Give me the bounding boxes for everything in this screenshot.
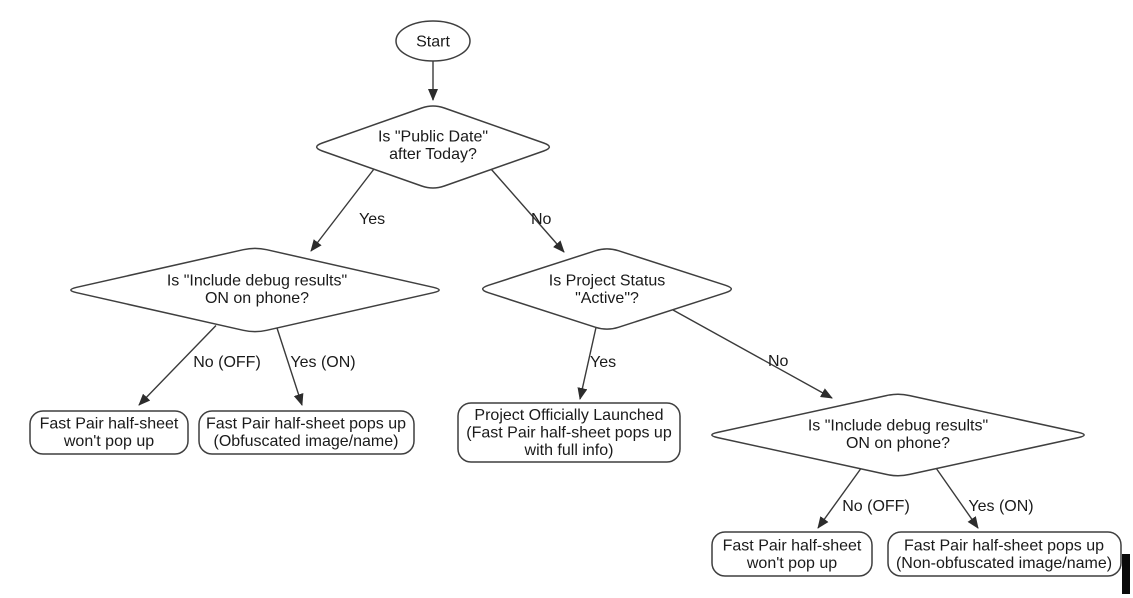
decision-text-line: ON on phone? [205,290,309,307]
edge-public-date-yes [310,168,375,252]
edge-label-no-off: No (OFF) [842,498,910,515]
terminal-box [198,410,415,455]
node-decision-debug-left: Is "Include debug results" ON on phone? [70,247,440,333]
terminal-text-line: Project Officially Launched [474,407,663,424]
edge-label-no: No [531,211,552,228]
edges [138,61,979,529]
node-terminal-launched: Project Officially Launched (Fast Pair h… [457,402,681,463]
node-decision-debug-right: Is "Include debug results" ON on phone? [711,393,1085,477]
terminal-box [711,531,873,577]
decision-text-line: ON on phone? [846,435,950,452]
terminal-box [887,531,1122,577]
edge-debug-right-yes [935,467,979,529]
node-decision-project-status: Is Project Status "Active"? [481,248,733,330]
terminal-text-line: Fast Pair half-sheet pops up [206,416,406,433]
decision-diamond [315,105,551,189]
decision-text-line: Is Project Status [549,273,666,290]
edge-label-no-off: No (OFF) [193,354,261,371]
terminal-text-line: (Fast Pair half-sheet pops up [466,425,672,442]
terminal-box [457,402,681,463]
edge-labels: Yes No No (OFF) Yes (ON) Yes No No (OFF)… [193,211,1033,515]
terminal-text-line: won't pop up [63,433,154,450]
decision-text-line: after Today? [389,146,477,163]
edge-public-date-no [490,168,565,253]
edge-project-status-no [672,309,833,399]
edge-label-yes: Yes [359,211,385,228]
decision-text-line: Is "Include debug results" [808,418,988,435]
terminal-text-line: with full info) [524,442,614,459]
decision-text-line: Is "Include debug results" [167,273,347,290]
terminal-text-line: Fast Pair half-sheet [40,416,179,433]
edge-label-yes: Yes [590,354,616,371]
decision-diamond [711,393,1085,477]
terminal-text-line: Fast Pair half-sheet pops up [904,538,1104,555]
edge-project-status-yes [577,327,597,400]
edge-label-yes-on: Yes (ON) [290,354,355,371]
terminal-text-line: (Obfuscated image/name) [214,433,399,450]
terminal-text-line: Fast Pair half-sheet [723,538,862,555]
node-terminal-no-popup-right: Fast Pair half-sheet won't pop up [711,531,873,577]
text-cursor-artifact [1122,554,1130,594]
decision-diamond [481,248,733,330]
terminal-text-line: won't pop up [746,555,837,572]
edge-label-yes-on: Yes (ON) [968,498,1033,515]
start-label: Start [416,34,450,51]
terminal-text-line: (Non-obfuscated image/name) [896,555,1112,572]
edge-debug-left-yes [276,327,304,406]
node-terminal-obfuscated: Fast Pair half-sheet pops up (Obfuscated… [198,410,415,455]
decision-text-line: Is "Public Date" [378,129,488,146]
node-terminal-no-popup-left: Fast Pair half-sheet won't pop up [29,410,189,455]
edge-debug-right-no [817,466,863,529]
node-terminal-non-obfuscated: Fast Pair half-sheet pops up (Non-obfusc… [887,531,1122,577]
start-ellipse [395,20,471,62]
terminal-box [29,410,189,455]
node-decision-public-date: Is "Public Date" after Today? [315,105,551,189]
edge-label-no: No [768,353,789,370]
node-start: Start [395,20,471,62]
decision-text-line: "Active"? [575,290,639,307]
decision-diamond [70,247,440,333]
edge-debug-left-no [138,325,217,406]
